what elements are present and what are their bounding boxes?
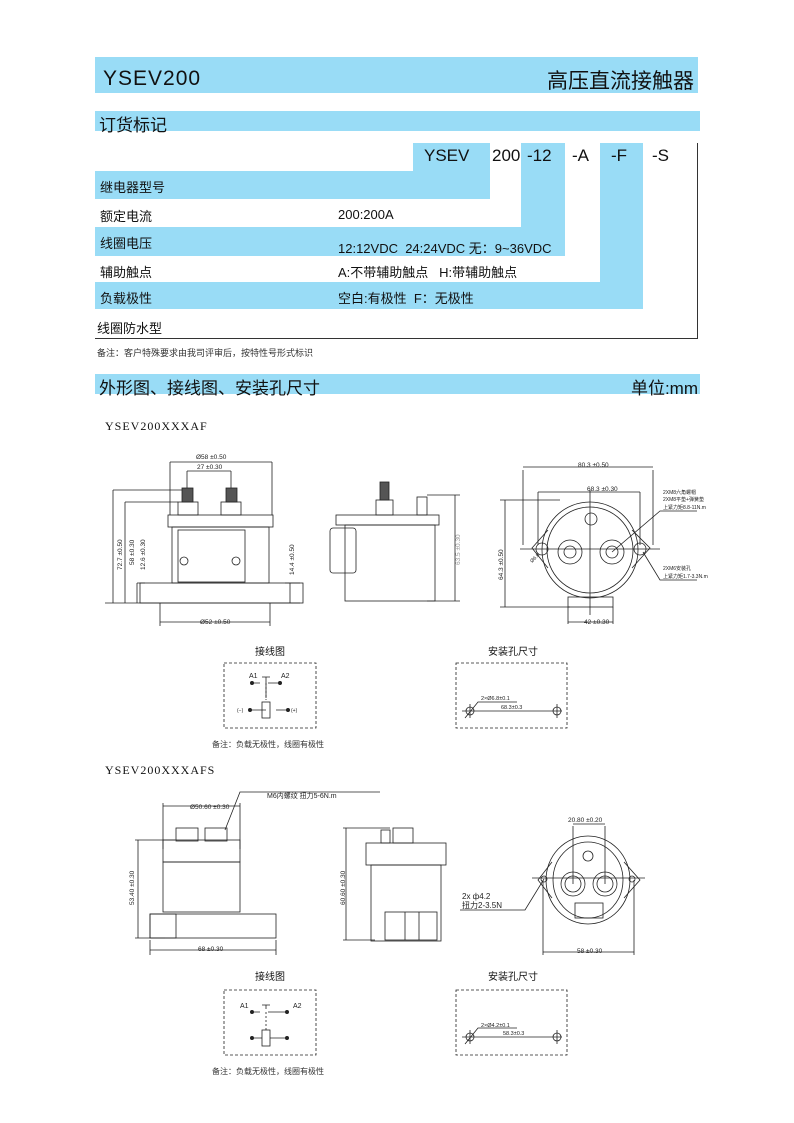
code-aux: -A: [572, 146, 589, 165]
mount-spacing-label: 68.3±0.3: [501, 705, 522, 711]
dim-label: Ø58 ±0.50: [196, 454, 227, 461]
dimensions-section-title: 外形图、接线图、安装孔尺寸: [99, 379, 320, 398]
code-polarity: -F: [611, 146, 628, 165]
model2-side-view: [343, 827, 447, 942]
row-label: 额定电流: [100, 209, 153, 224]
mount-hole-label: 2×Ø6.8±0.1: [481, 696, 510, 702]
dim-label: 64.3 ±0.50: [498, 549, 505, 580]
dim-label: 2XM6安装孔: [663, 565, 691, 572]
model2-mount-title: 安装孔尺寸: [488, 972, 538, 983]
unit-label: 单位:mm: [630, 379, 698, 398]
mount-hole-label: 2×Ø4.2±0.1: [481, 1023, 510, 1029]
code-series: YSEV: [424, 146, 470, 165]
terminal-a1-label: A1: [240, 1003, 249, 1010]
product-title: YSEV200: [103, 67, 202, 90]
dim-label: Ø50.60 ±0.30: [190, 804, 230, 811]
model1-note: 备注：负载无极性，线圈有极性: [212, 740, 324, 749]
ordering-section-header: 订货标记: [95, 111, 700, 135]
dim-label: 上紧力矩1.7-3.3N.m: [663, 573, 708, 580]
mount-spacing-label: 58.3±0.3: [503, 1031, 524, 1037]
model1-bottom-view: [500, 466, 697, 624]
row-label: 负载极性: [100, 291, 153, 306]
dim-label: Ø52 ±0.50: [200, 619, 231, 626]
row-label: 线圈电压: [100, 236, 153, 251]
dim-label: 68.3 ±0.30: [587, 486, 618, 493]
dim-label: 2x ф4.2: [462, 892, 491, 901]
model2-front-view: [135, 791, 380, 955]
row-value: A:不带辅助触点 H:带辅助触点: [338, 265, 518, 280]
model1-name: YSEV200XXXAF: [105, 419, 208, 433]
dim-label: 53.40 ±0.30: [129, 870, 136, 905]
model2-bottom-view: [460, 823, 645, 955]
row-value: 12:12VDC 24:24VDC 无：9~36VDC: [338, 241, 552, 256]
dim-label: M6内螺纹 扭力5-6N.m: [267, 791, 337, 800]
row-label: 线圈防水型: [97, 321, 163, 336]
terminal-a1-label: A1: [249, 673, 258, 680]
row-value: 空白:有极性 F：无极性: [338, 291, 474, 306]
model2-wiring-diagram: [223, 989, 317, 1056]
row-label: 辅助触点: [100, 265, 153, 280]
dim-label: 20.80 ±0.20: [568, 817, 603, 824]
model1-front-view: [105, 461, 304, 626]
terminal-a2-label: A2: [293, 1003, 302, 1010]
row-value: 200:200A: [338, 207, 394, 222]
code-waterproof: -S: [652, 146, 669, 165]
model1-wiring-title: 接线图: [255, 647, 285, 658]
row-label: 继电器型号: [100, 180, 166, 195]
coil-negative-label: (−): [237, 708, 244, 714]
coil-positive-label: (+): [291, 708, 298, 714]
ordering-section-title: 订货标记: [99, 116, 167, 135]
code-current: 200: [492, 146, 521, 165]
model1-side-view: [329, 481, 460, 602]
model2-note: 备注：负载无极性，线圈有极性: [212, 1067, 324, 1076]
model1-mount-title: 安装孔尺寸: [488, 647, 538, 658]
dim-label: 2XM8平垫+弹簧垫: [663, 496, 704, 503]
dim-label: 68 ±0.30: [198, 946, 224, 953]
dim-label: 42 ±0.30: [584, 619, 610, 626]
dim-label: 上紧力矩8.8-11N.m: [663, 504, 706, 511]
dim-label: 60.60 ±0.30: [340, 870, 347, 905]
dim-label: 63.5 ±0.30: [455, 534, 462, 565]
dim-label: 80.3 ±0.50: [578, 462, 609, 469]
model2-name: YSEV200XXXAFS: [105, 763, 216, 777]
dim-label: 58 ±0.30: [577, 948, 603, 955]
dim-label: 58 ±0.30: [129, 539, 136, 565]
dimensions-section-header: 外形图、接线图、安装孔尺寸 单位:mm: [95, 374, 700, 398]
dim-label: 72.7 ±0.50: [117, 539, 124, 570]
terminal-a2-label: A2: [281, 673, 290, 680]
model1-wiring-diagram: [223, 662, 317, 729]
header-bar: YSEV200 高压直流接触器: [95, 57, 698, 93]
model2-mount-diagram: [455, 989, 568, 1056]
dim-label: 2XM8六角螺帽: [663, 489, 696, 496]
dim-label: 扭力2-3.5N: [462, 900, 502, 910]
code-voltage: -12: [527, 146, 552, 165]
model2-wiring-title: 接线图: [255, 972, 285, 983]
dim-label: 12.6 ±0.30: [140, 539, 147, 570]
dim-label: 14.4 ±0.50: [289, 544, 296, 575]
ordering-note: 备注：客户特殊要求由我司评审后，按特性号形式标识: [97, 349, 314, 359]
product-subtitle: 高压直流接触器: [547, 70, 694, 93]
dim-label: 27 ±0.30: [197, 464, 223, 471]
model1-mount-diagram: [455, 662, 568, 729]
